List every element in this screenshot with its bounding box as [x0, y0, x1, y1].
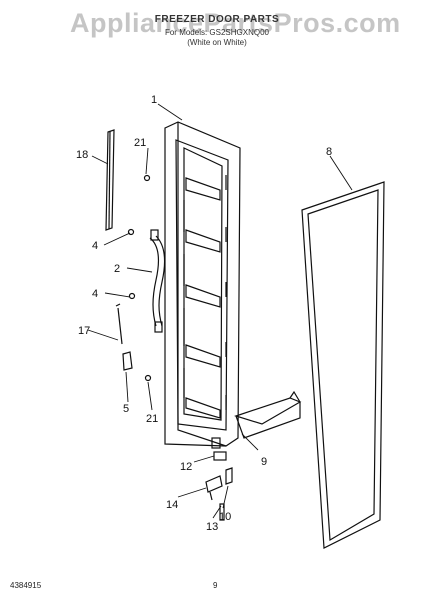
door-gasket-part [301, 181, 385, 549]
color-subtitle: (White on White) [187, 38, 247, 47]
door-handle-part [149, 229, 166, 333]
door-shelves [183, 175, 227, 419]
callout-14: 14 [166, 499, 178, 511]
screws [127, 174, 152, 382]
hinge-hardware-parts [205, 451, 233, 521]
bracket-part [122, 351, 133, 371]
callout-21b: 21 [146, 413, 158, 425]
page-number: 9 [213, 581, 218, 590]
door-bin-part [234, 390, 302, 439]
callout-1: 1 [151, 94, 157, 106]
callout-10: 10 [219, 511, 231, 523]
callout-4a: 4 [92, 240, 98, 252]
model-subtitle: For Models: GS2SHGXNQ00 [164, 28, 270, 37]
rod-part [115, 303, 123, 345]
callout-18: 18 [76, 149, 88, 161]
document-code: 4384915 [10, 581, 42, 590]
callout-17: 17 [78, 325, 90, 337]
callout-4b: 4 [92, 288, 98, 300]
callout-13: 13 [206, 521, 218, 533]
callout-8: 8 [326, 146, 332, 158]
diagram-title: FREEZER DOOR PARTS [154, 14, 280, 25]
callout-12: 12 [180, 461, 192, 473]
watermark: AppliancePartsPros.com [70, 8, 401, 38]
freezer-door-part [164, 121, 241, 449]
callout-labels: 1 2 4 4 5 8 9 10 12 13 14 17 18 21 21 [76, 94, 332, 533]
callout-5: 5 [123, 403, 129, 415]
leader-lines [87, 103, 353, 519]
callout-21a: 21 [134, 137, 146, 149]
callout-9: 9 [261, 456, 267, 468]
trim-strip-part [105, 129, 115, 231]
callout-2: 2 [114, 263, 120, 275]
